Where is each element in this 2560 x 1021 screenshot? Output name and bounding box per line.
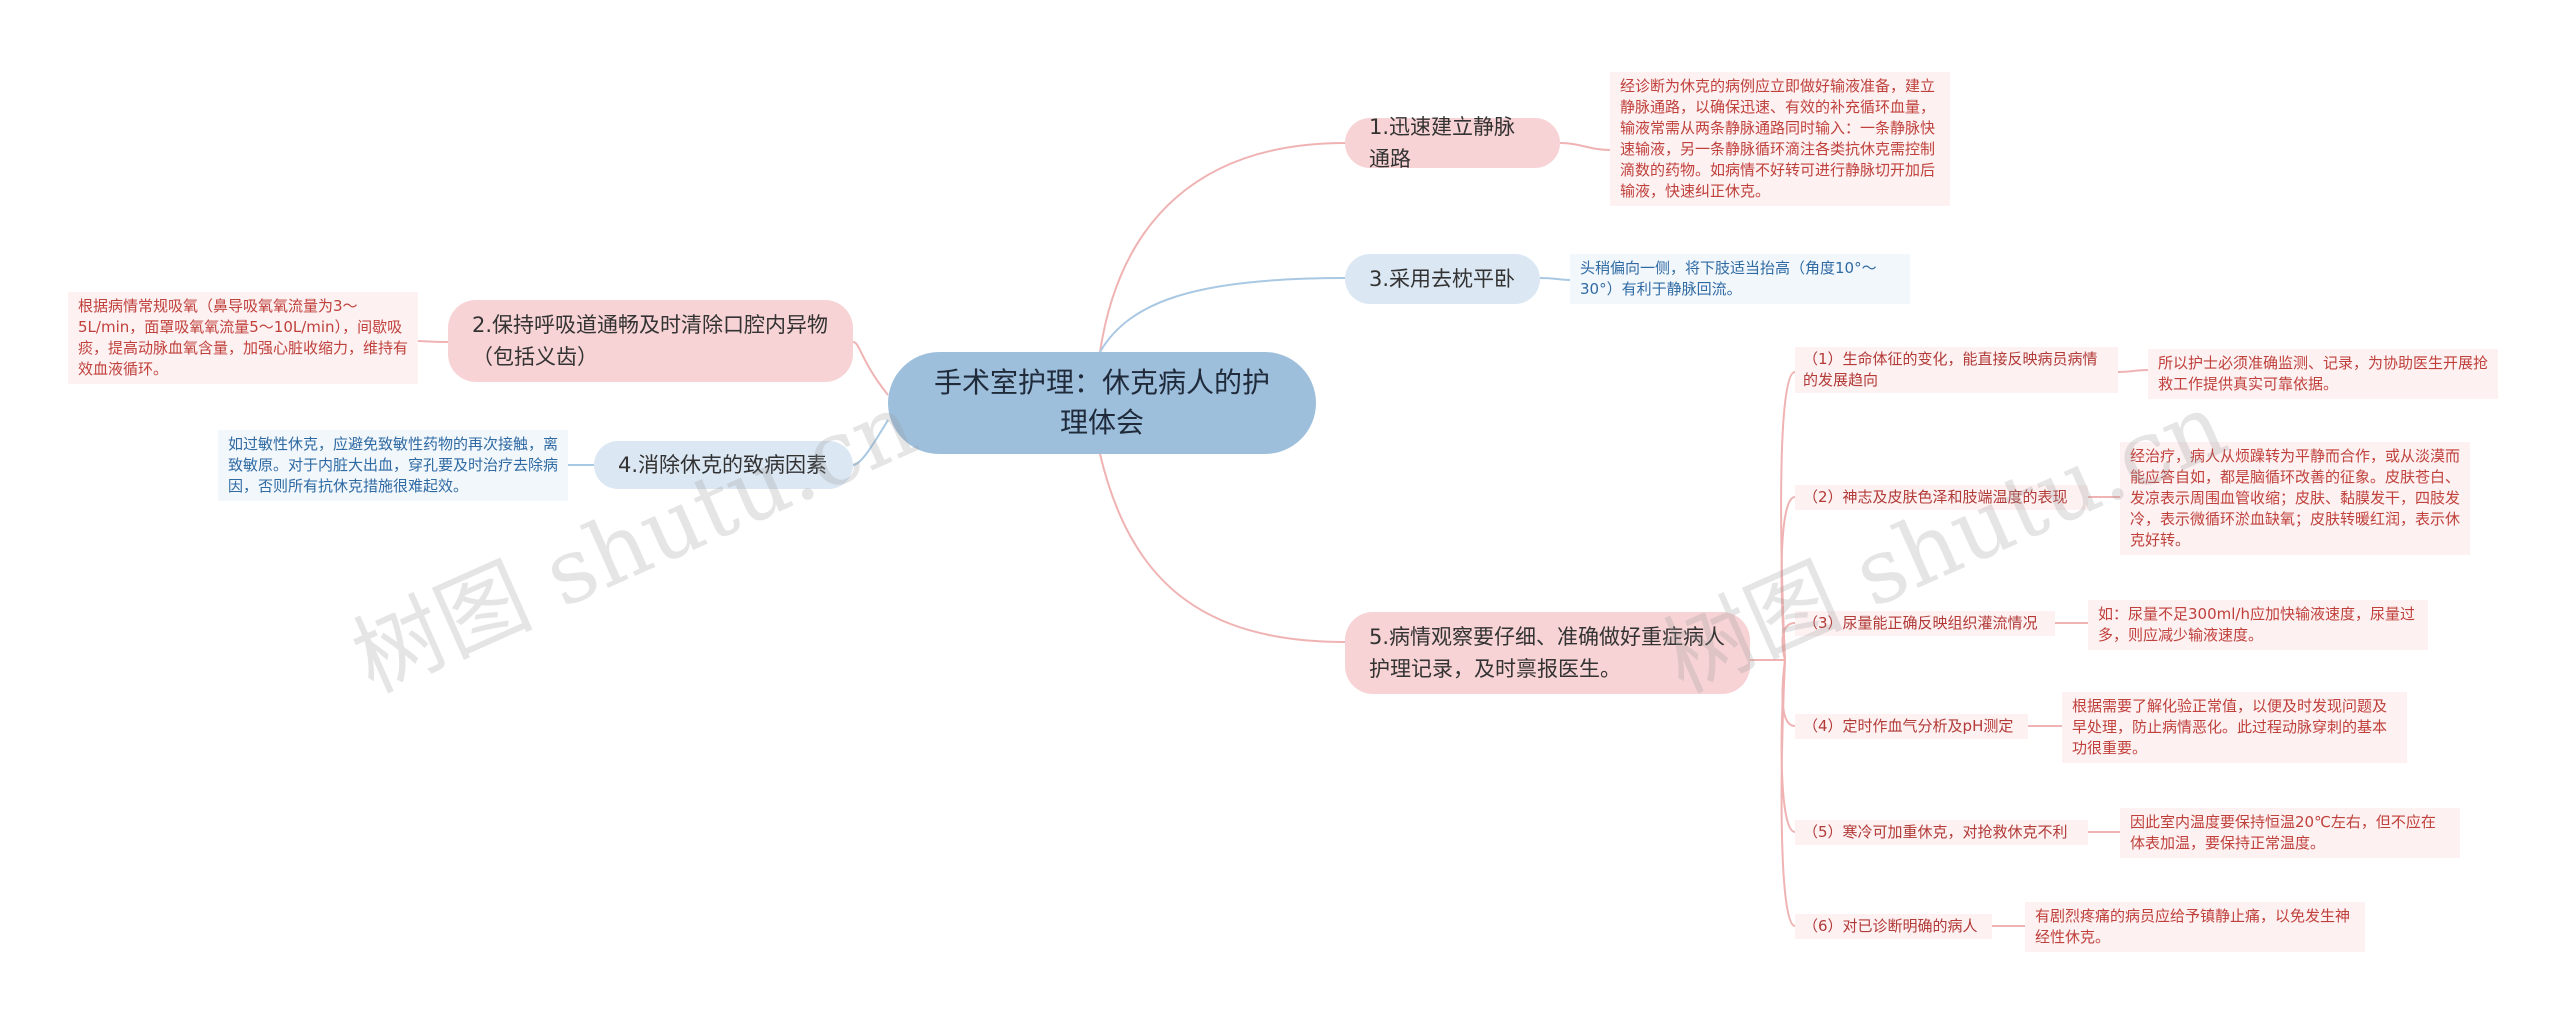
branch-5-label: 5.病情观察要仔细、准确做好重症病人护理记录，及时禀报医生。 <box>1369 625 1726 681</box>
branch-4-note: 如过敏性休克，应避免致敏性药物的再次接触，离致敏原。对于内脏大出血，穿孔要及时治… <box>218 430 568 501</box>
root-title: 手术室护理：休克病人的护理体会 <box>933 366 1270 439</box>
sub-item-3-note: 如：尿量不足300ml/h应加快输液速度，尿量过多，则应减少输液速度。 <box>2088 600 2428 650</box>
branch-2-note: 根据病情常规吸氧（鼻导吸氧氧流量为3～5L/min，面罩吸氧氧流量5～10L/m… <box>68 292 418 384</box>
sub-item-2-note: 经治疗，病人从烦躁转为平静而合作，或从淡漠而能应答自如，都是脑循环改善的征象。皮… <box>2120 442 2470 555</box>
branch-1-label: 1.迅速建立静脉通路 <box>1369 115 1516 171</box>
sub-item-2[interactable]: （2）神志及皮肤色泽和肢端温度的表现 <box>1795 485 2088 510</box>
branch-5[interactable]: 5.病情观察要仔细、准确做好重症病人护理记录，及时禀报医生。 <box>1345 612 1750 694</box>
branch-4-label: 4.消除休克的致病因素 <box>618 453 828 477</box>
sub-item-4-note: 根据需要了解化验正常值，以便及时发现问题及早处理，防止病情恶化。此过程动脉穿刺的… <box>2062 692 2407 763</box>
sub-item-1-note: 所以护士必须准确监测、记录，为协助医生开展抢救工作提供真实可靠依据。 <box>2148 349 2498 399</box>
branch-4[interactable]: 4.消除休克的致病因素 <box>594 441 853 489</box>
sub-item-6-note: 有剧烈疼痛的病员应给予镇静止痛，以免发生神经性休克。 <box>2025 902 2365 952</box>
sub-item-4[interactable]: （4）定时作血气分析及pH测定 <box>1795 714 2028 739</box>
root-topic[interactable]: 手术室护理：休克病人的护理体会 <box>888 352 1316 454</box>
branch-1-note: 经诊断为休克的病例应立即做好输液准备，建立静脉通路，以确保迅速、有效的补充循环血… <box>1610 72 1950 206</box>
sub-item-5[interactable]: （5）寒冷可加重休克，对抢救休克不利 <box>1795 820 2088 845</box>
branch-3-note: 头稍偏向一侧，将下肢适当抬高（角度10°～30°）有利于静脉回流。 <box>1570 254 1910 304</box>
sub-item-1[interactable]: （1）生命体征的变化，能直接反映病员病情的发展趋向 <box>1795 347 2118 393</box>
sub-item-3[interactable]: （3）尿量能正确反映组织灌流情况 <box>1795 611 2055 636</box>
sub-item-5-note: 因此室内温度要保持恒温20℃左右，但不应在体表加温，要保持正常温度。 <box>2120 808 2460 858</box>
branch-3-label: 3.采用去枕平卧 <box>1369 267 1516 291</box>
branch-2-label: 2.保持呼吸道通畅及时清除口腔内异物（包括义齿） <box>472 313 829 369</box>
branch-2[interactable]: 2.保持呼吸道通畅及时清除口腔内异物（包括义齿） <box>448 300 853 382</box>
branch-1[interactable]: 1.迅速建立静脉通路 <box>1345 115 1560 171</box>
sub-item-6[interactable]: （6）对已诊断明确的病人 <box>1795 914 1992 939</box>
branch-3[interactable]: 3.采用去枕平卧 <box>1345 254 1540 304</box>
